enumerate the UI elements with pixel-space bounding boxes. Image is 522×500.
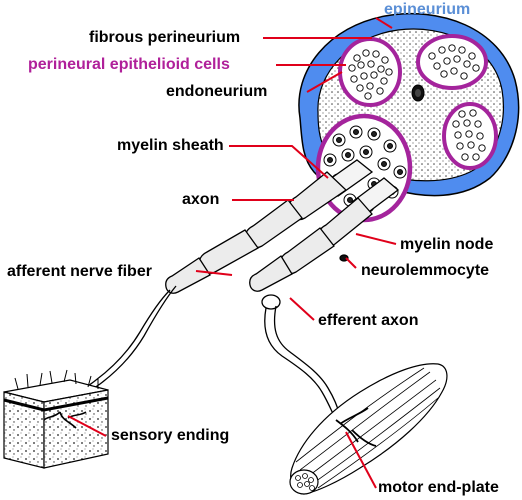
leader-myelin-sheath xyxy=(229,145,329,179)
skin-front xyxy=(3,391,45,469)
leader-myelin-node xyxy=(355,233,397,245)
label-afferent-nerve-fiber: afferent nerve fiber xyxy=(7,263,152,280)
leader-epineurium xyxy=(375,17,393,29)
label-efferent-axon: efferent axon xyxy=(318,312,419,329)
myelin-segment xyxy=(165,257,211,294)
motor-end-plate-branches xyxy=(335,407,377,447)
label-myelin-sheath: myelin sheath xyxy=(117,137,224,154)
leader-efferent-axon xyxy=(289,297,315,321)
label-motor-end-plate: motor end-plate xyxy=(378,479,499,496)
neurolemmocyte-nucleus xyxy=(339,254,349,262)
label-fibrous-perineurium: fibrous perineurium xyxy=(89,29,241,46)
label-perineural-epithelioid-cells: perineural epithelioid cells xyxy=(28,56,230,73)
efferent-nerve-fiber xyxy=(249,177,400,421)
skin-side xyxy=(43,389,109,469)
leader-lines xyxy=(67,17,397,489)
fascicle-axons xyxy=(348,49,393,100)
efferent-axon-cut-end xyxy=(261,294,281,310)
leader-endoneurium xyxy=(306,71,343,93)
efferent-axon-tail-inner xyxy=(273,305,341,417)
skin-block xyxy=(3,369,109,469)
skin-hairs xyxy=(14,369,99,390)
muscle-striations xyxy=(295,367,441,489)
myelin-segment xyxy=(198,229,259,275)
myelin-segment xyxy=(249,255,293,292)
blood-vessel-icon xyxy=(411,84,425,102)
muscle-fiber-ends xyxy=(295,473,315,491)
label-neurolemmocyte: neurolemmocyte xyxy=(361,262,490,279)
myelin-segment xyxy=(279,227,335,275)
myelin-segment xyxy=(244,199,303,249)
muscle-bundle xyxy=(289,363,448,495)
fascicle-top-right xyxy=(416,34,488,90)
fascicle-top-left xyxy=(338,37,402,107)
fascicle-axons xyxy=(452,109,486,161)
label-axon: axon xyxy=(182,191,220,208)
epidermis-band xyxy=(3,396,109,412)
label-sensory-ending: sensory ending xyxy=(111,427,230,444)
fascicle-axons xyxy=(428,44,480,80)
label-endoneurium: endoneurium xyxy=(166,83,268,100)
afferent-axon-tail xyxy=(61,289,171,394)
fascicle-right xyxy=(442,102,498,170)
leader-afferent-nerve-fiber xyxy=(195,270,233,276)
label-myelin-node: myelin node xyxy=(400,236,494,253)
leader-sensory-ending xyxy=(67,415,107,437)
label-epineurium: epineurium xyxy=(384,1,471,18)
leader-neurolemmocyte xyxy=(345,257,357,269)
leader-motor-end-plate xyxy=(345,431,377,489)
efferent-axon-tail xyxy=(264,307,337,421)
